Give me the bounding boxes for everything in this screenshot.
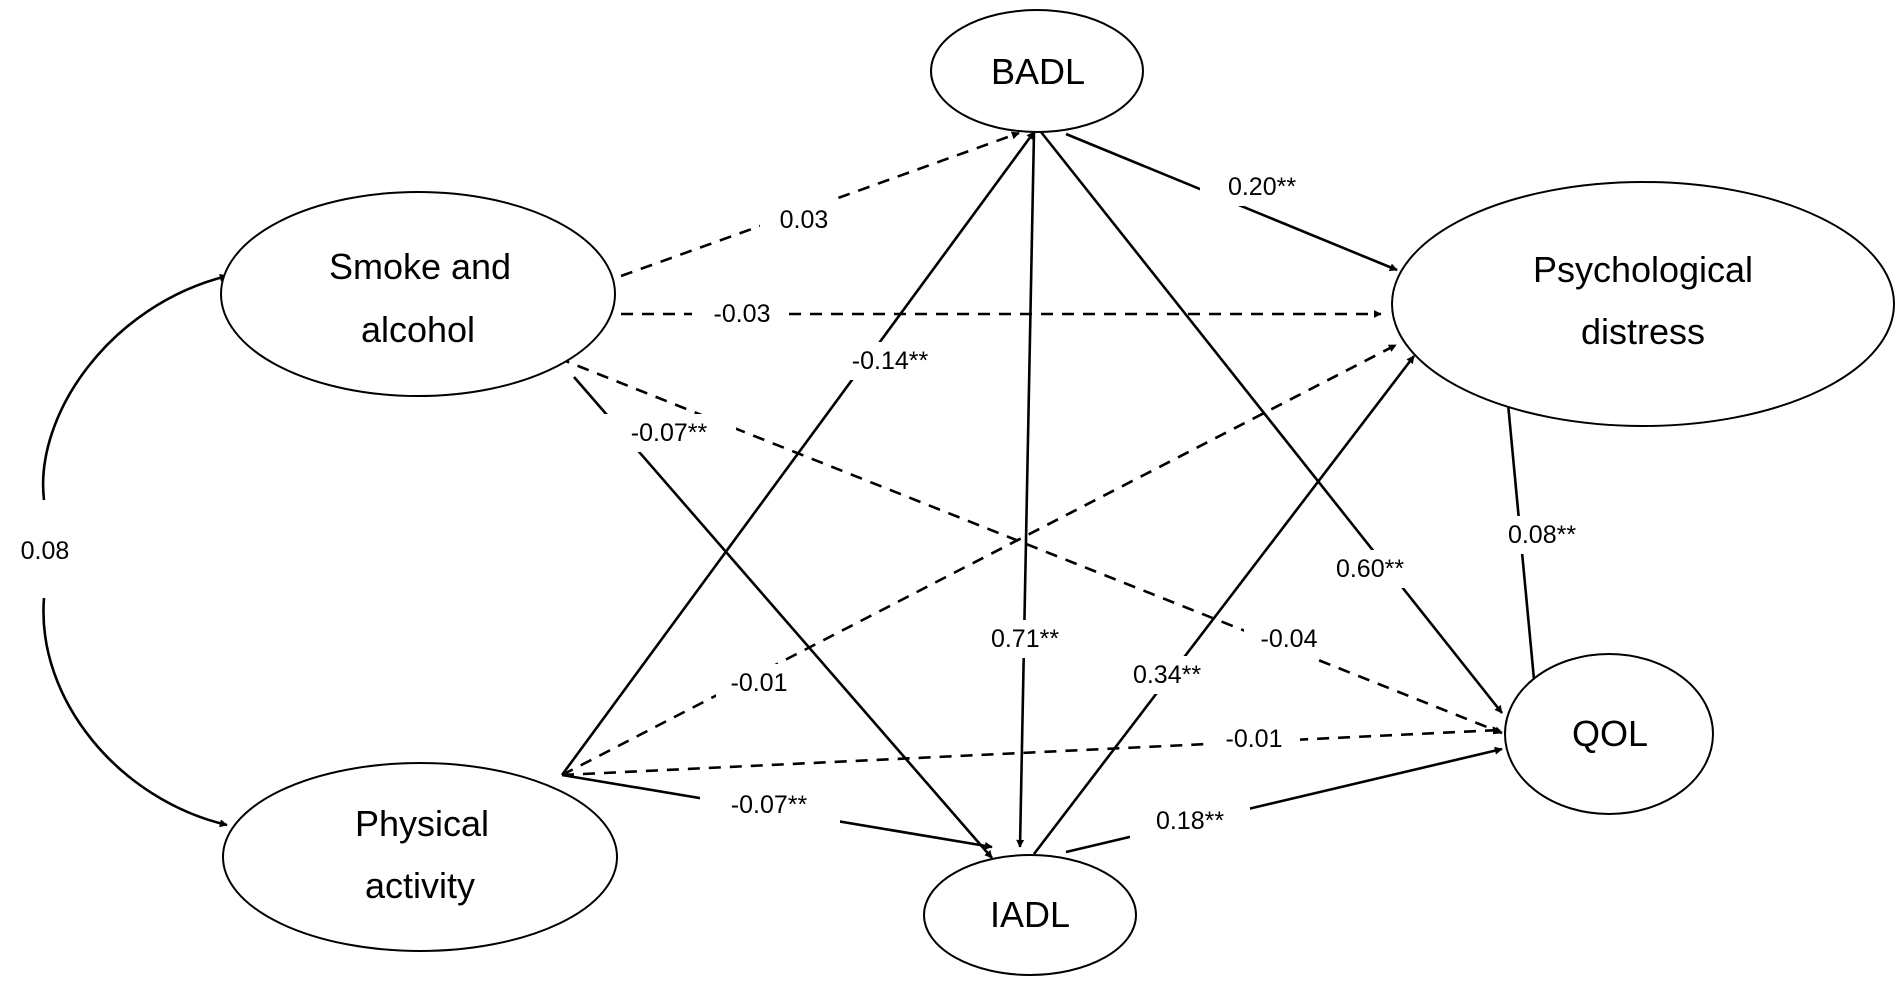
node-smoke-alcohol: Smoke and alcohol xyxy=(220,191,616,397)
node-smoke-alcohol-label-line1: Smoke and xyxy=(329,246,511,287)
edge-label-smoke-qol-text: -0.04 xyxy=(1261,625,1318,653)
edge-label-phys-badl: -0.14** xyxy=(822,342,960,380)
node-smoke-alcohol-label-line2: alcohol xyxy=(361,309,475,350)
edge-label-phys-psych-text: -0.01 xyxy=(731,669,788,697)
edge-covariance-smoke-physical xyxy=(41,273,228,501)
edge-covariance-physical-smoke xyxy=(42,597,228,828)
edge-label-smoke-badl: 0.03 xyxy=(760,200,846,238)
edge-label-badl-qol-text: 0.60** xyxy=(1336,555,1404,583)
node-badl: BADL xyxy=(930,9,1144,133)
edge-label-covariance: 0.08 xyxy=(10,530,78,568)
node-iadl-label: IADL xyxy=(990,894,1070,935)
edge-label-phys-iadl: -0.07** xyxy=(700,786,840,824)
edge-physical-psych xyxy=(561,343,1397,777)
edge-label-smoke-psych: -0.03 xyxy=(692,294,788,332)
edge-badl-qol xyxy=(1039,131,1504,714)
node-psychological-distress: Psychological distress xyxy=(1391,181,1895,427)
edge-physical-qol xyxy=(561,726,1501,777)
edge-label-badl-psych-text: 0.20** xyxy=(1228,173,1296,201)
edge-label-badl-iadl-text: 0.71** xyxy=(991,625,1059,653)
edge-badl-iadl xyxy=(1016,131,1036,848)
edge-label-phys-qol: -0.01 xyxy=(1210,720,1300,758)
edge-label-psych-qol: 0.08** xyxy=(1484,516,1600,554)
edge-iadl-psych xyxy=(1032,355,1416,855)
edge-label-iadl-psych: 0.34** xyxy=(1108,656,1226,694)
edge-label-badl-iadl: 0.71** xyxy=(966,620,1084,658)
node-iadl: IADL xyxy=(923,854,1137,976)
edge-label-phys-qol-text: -0.01 xyxy=(1226,725,1283,753)
edge-label-smoke-iadl-text: -0.07** xyxy=(631,419,708,447)
edge-label-covariance-text: 0.08 xyxy=(21,537,70,565)
edge-label-phys-badl-text: -0.14** xyxy=(852,347,929,375)
edge-label-iadl-qol-text: 0.18** xyxy=(1156,807,1224,835)
edge-label-phys-psych: -0.01 xyxy=(716,664,802,702)
edge-label-smoke-badl-text: 0.03 xyxy=(780,206,829,234)
edge-label-iadl-qol: 0.18** xyxy=(1130,802,1250,840)
node-badl-label: BADL xyxy=(991,51,1085,92)
node-psychological-distress-label-line1: Psychological xyxy=(1533,249,1753,290)
edge-label-smoke-psych-text: -0.03 xyxy=(714,300,771,328)
node-physical-activity: Physical activity xyxy=(222,762,618,952)
node-qol: QOL xyxy=(1504,653,1714,815)
edge-label-smoke-iadl: -0.07** xyxy=(602,414,736,452)
edge-physical-badl xyxy=(560,131,1036,776)
node-psychological-distress-label-line2: distress xyxy=(1581,311,1705,352)
edge-label-badl-qol: 0.60** xyxy=(1312,550,1428,588)
edge-label-smoke-qol: -0.04 xyxy=(1244,620,1334,658)
edge-label-badl-psych: 0.20** xyxy=(1200,168,1324,206)
edge-label-iadl-psych-text: 0.34** xyxy=(1133,661,1201,689)
edge-label-psych-qol-text: 0.08** xyxy=(1508,521,1576,549)
node-physical-activity-label-line2: activity xyxy=(365,865,475,906)
node-qol-label: QOL xyxy=(1572,713,1648,754)
edge-label-phys-iadl-text: -0.07** xyxy=(731,791,808,819)
node-physical-activity-label-line1: Physical xyxy=(355,803,489,844)
edge-smoke-iadl xyxy=(573,376,993,859)
